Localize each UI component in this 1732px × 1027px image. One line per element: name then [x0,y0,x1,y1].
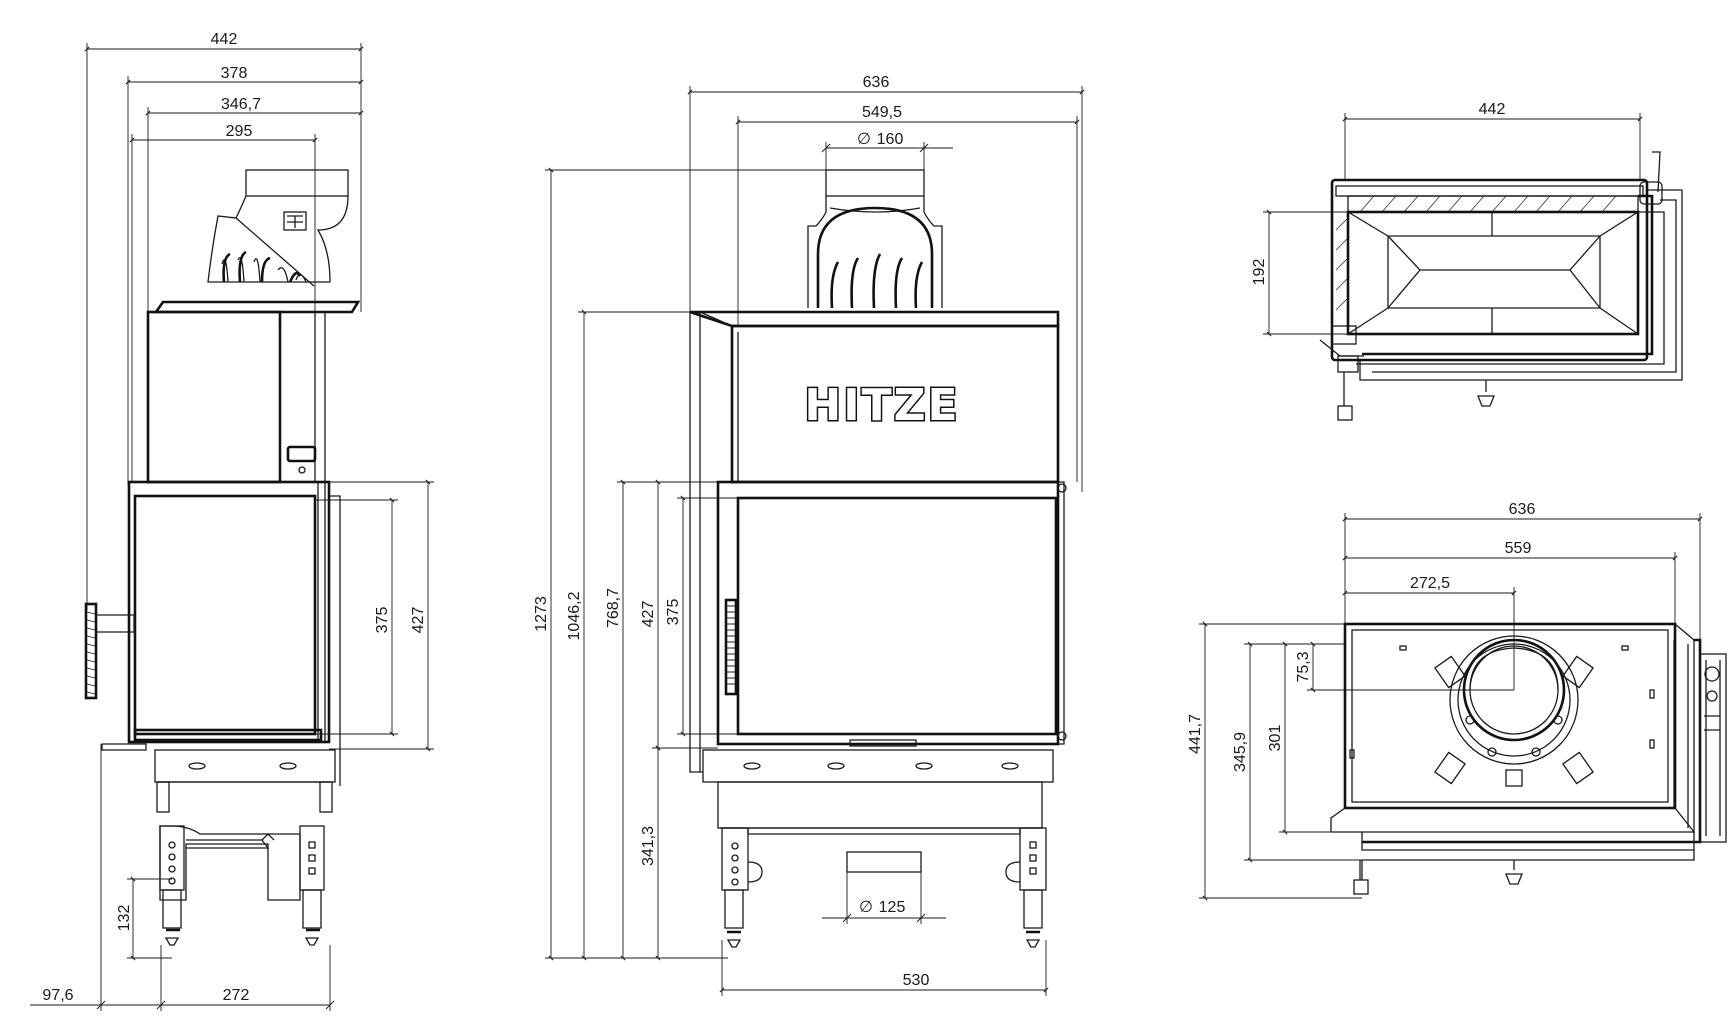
side-dim-378: 378 [221,65,248,82]
top-lower-dim-301: 301 [1267,725,1284,752]
front-dim-125: 125 [879,899,906,916]
side-dim-346-7: 346,7 [221,96,261,113]
side-dim-132: 132 [116,905,133,932]
side-flue-elbow [207,169,349,287]
front-dim-160: 160 [877,131,904,148]
front-dim-768-7: 768,7 [605,588,622,628]
top-lower-dim-75-3: 75,3 [1295,651,1312,682]
front-dim-1046-2: 1046,2 [566,591,583,640]
side-logo-mark [283,211,307,231]
front-legs [721,827,1047,948]
front-dim-1273: 1273 [533,596,550,632]
top-view-upper: 442 192 [1251,101,1683,421]
front-flue-diameter-label: ∅ 160 [857,131,903,148]
top-upper-dimensions: 442 192 [1251,101,1643,337]
front-dimensions: 636 549,5 ∅ 160 1273 1046,2 7 [533,74,1085,996]
front-dim-549-5: 549,5 [862,104,902,121]
side-dim-427: 427 [410,607,427,634]
diameter-symbol: ∅ [857,131,871,148]
top-lower-dimensions: 636 559 272,5 441,7 345,9 301 75,3 [1187,501,1703,901]
side-dim-97-6: 97,6 [42,987,73,1004]
diameter-symbol: ∅ [859,899,873,916]
top-view-lower: 636 559 272,5 441,7 345,9 301 75,3 [1187,501,1727,901]
side-dim-442: 442 [211,31,238,48]
top-lower-dim-345-9: 345,9 [1232,732,1249,772]
front-dim-341-3: 341,3 [640,826,657,866]
side-dim-272: 272 [223,987,250,1004]
side-dim-295: 295 [226,123,253,140]
front-dim-636: 636 [863,74,890,91]
front-dim-530: 530 [903,972,930,989]
top-lower-dim-272-5: 272,5 [1410,575,1450,592]
front-view: HITZE [533,74,1085,996]
top-lower-dim-441-7: 441,7 [1187,714,1204,754]
top-upper-dim-192: 192 [1251,259,1268,286]
top-lower-dim-636: 636 [1509,501,1536,518]
front-dim-427: 427 [640,601,657,628]
front-dim-375: 375 [665,599,682,626]
front-brand-logo: HITZE [804,380,959,431]
side-dim-375: 375 [374,607,391,634]
side-legs [156,781,333,946]
top-upper-dim-442: 442 [1479,101,1506,118]
side-dimensions: 442 378 346,7 295 375 427 132 [30,31,434,1011]
front-flue [807,169,943,309]
side-view: 442 378 346,7 295 375 427 132 [30,31,434,1011]
top-lower-dim-559: 559 [1505,540,1532,557]
front-air-inlet-label: ∅ 125 [859,899,905,916]
